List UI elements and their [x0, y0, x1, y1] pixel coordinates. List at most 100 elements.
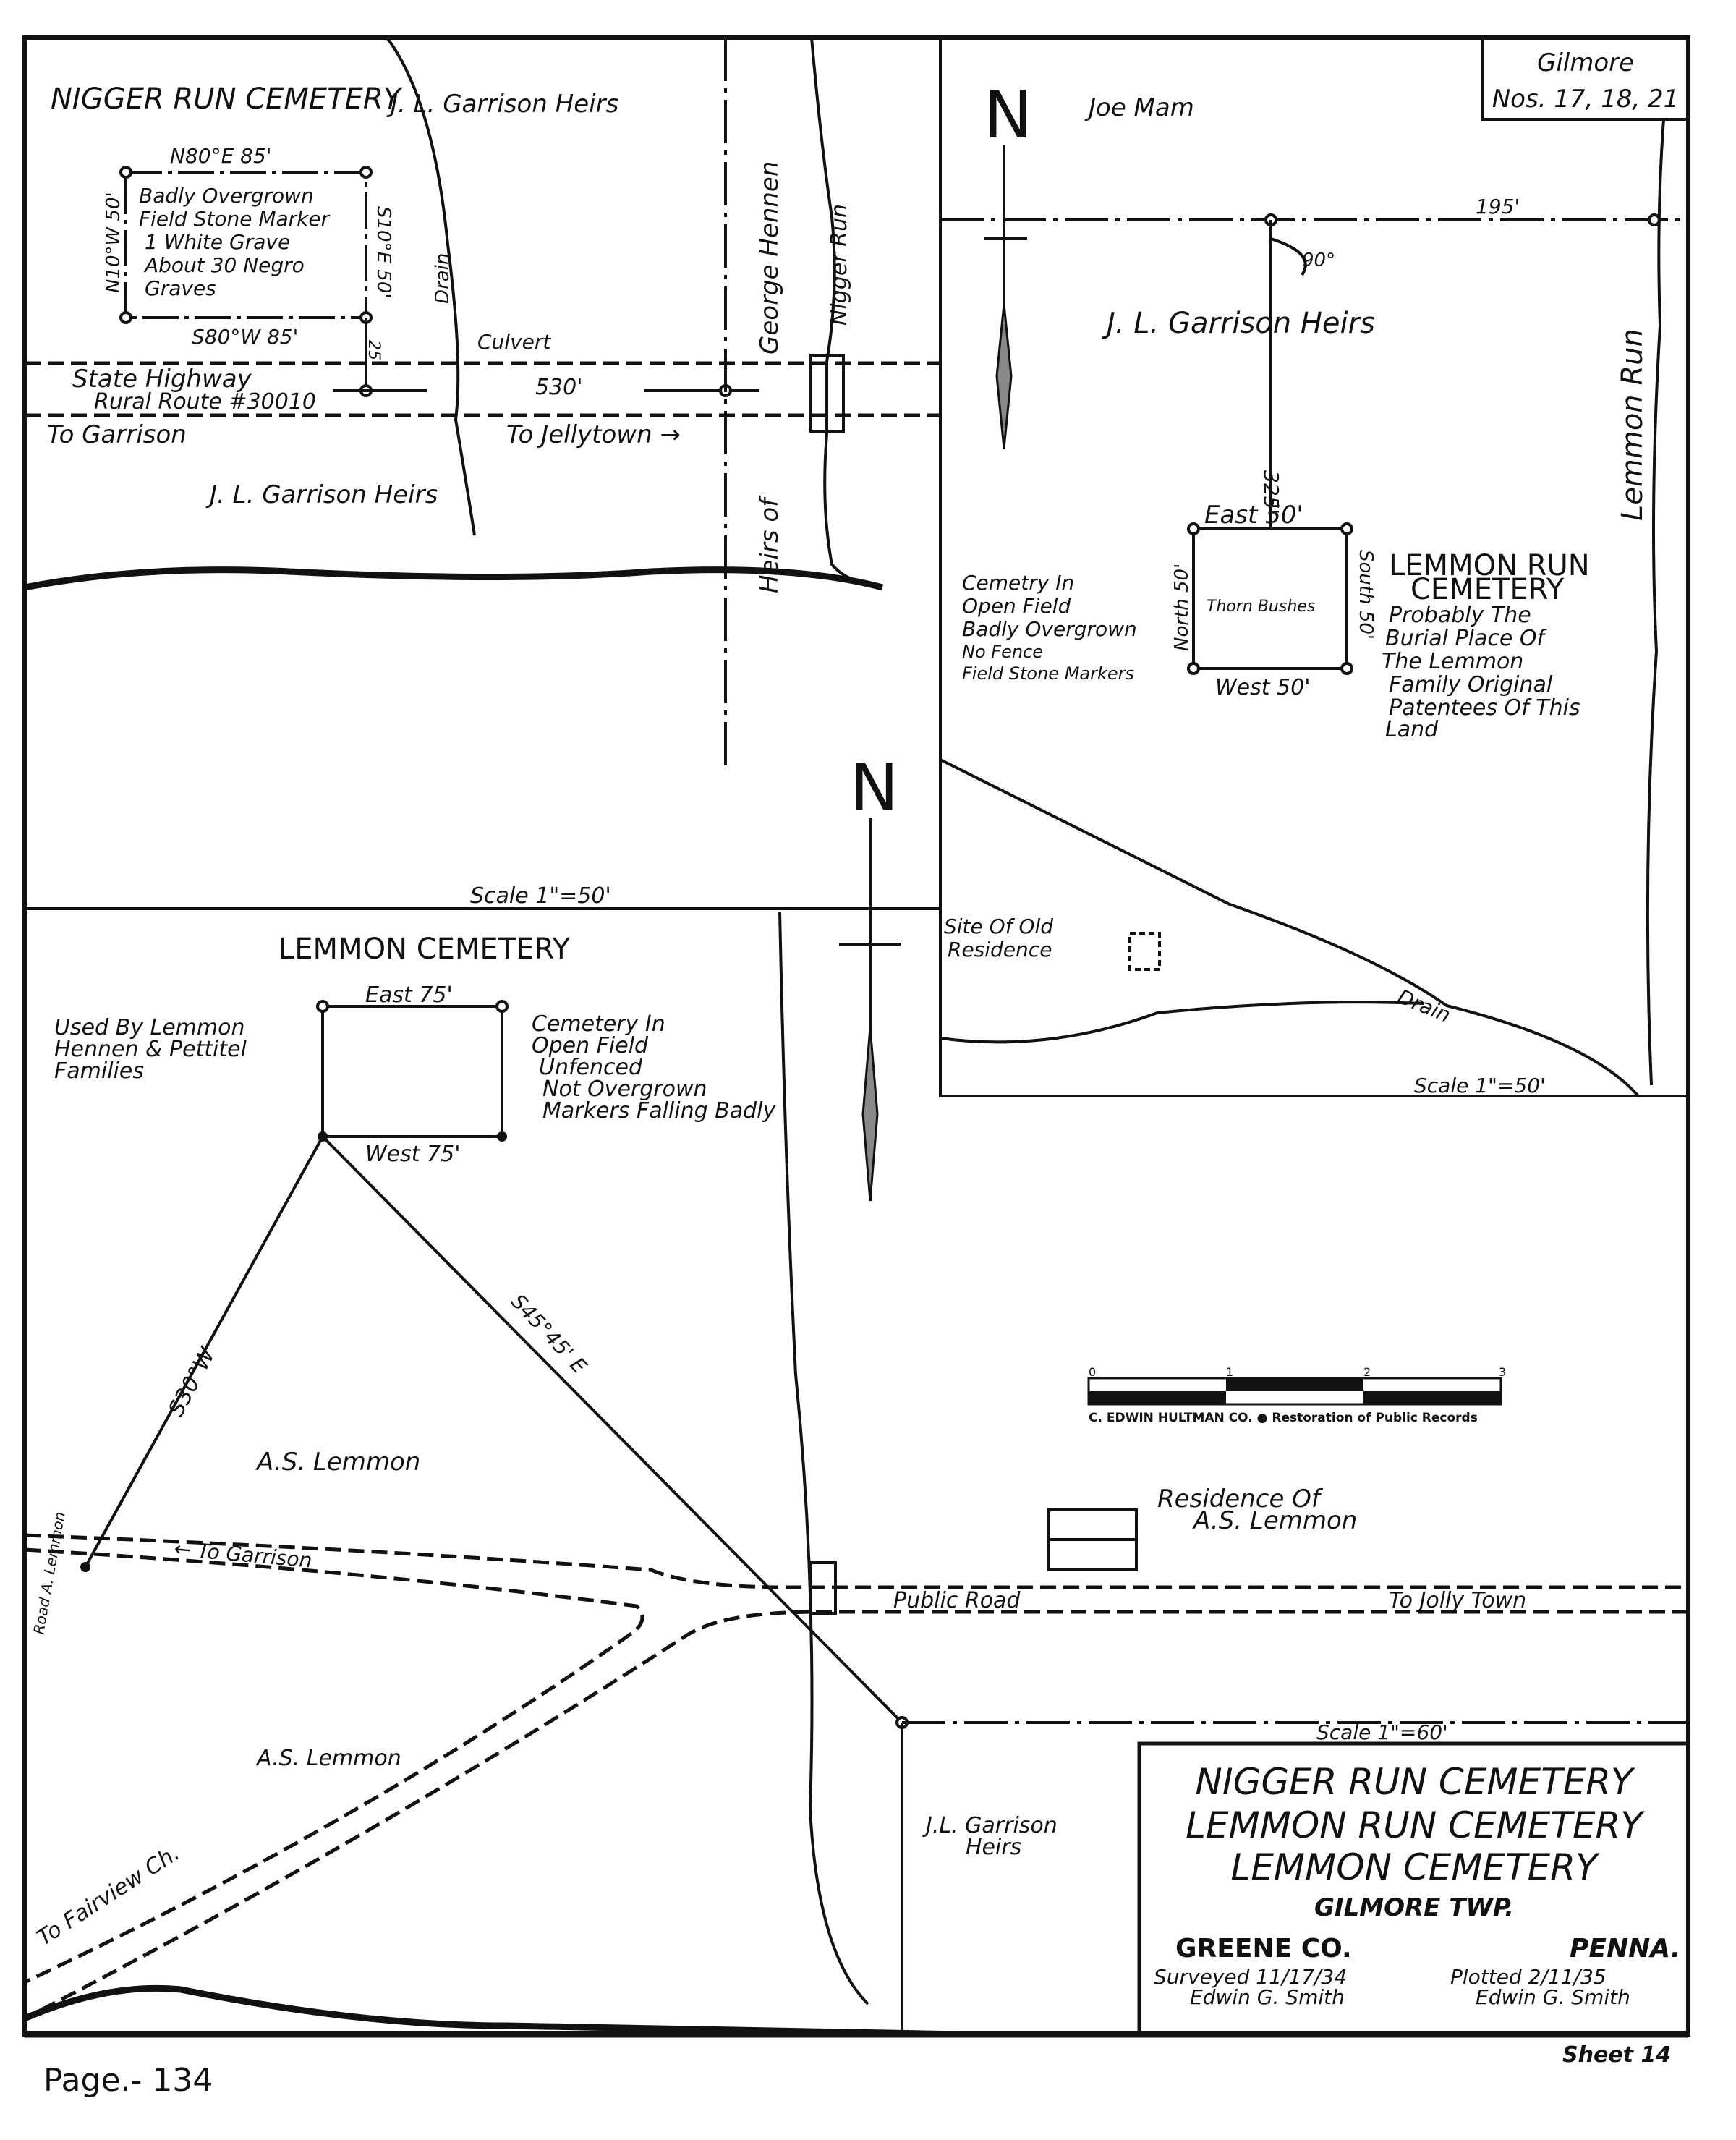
svg-text:LEMMON RUN: LEMMON RUN — [1389, 549, 1590, 582]
owner-top: J. L. Garrison Heirs — [386, 90, 618, 119]
svg-text:West 75': West 75' — [365, 1142, 460, 1167]
public-road-north — [24, 1533, 1688, 1589]
svg-text:No Fence: No Fence — [962, 642, 1043, 662]
svg-text:Thorn Bushes: Thorn Bushes — [1207, 598, 1315, 616]
svg-text:Cemetery In: Cemetery In — [532, 1011, 665, 1037]
svg-text:1: 1 — [1226, 1365, 1233, 1379]
svg-text:GILMORE TWP.: GILMORE TWP. — [1314, 1893, 1514, 1922]
svg-text:Heirs of: Heirs of — [755, 495, 784, 593]
svg-text:Residence: Residence — [948, 938, 1052, 961]
svg-text:J. L. Garrison Heirs: J. L. Garrison Heirs — [205, 480, 438, 509]
svg-text:3: 3 — [1499, 1365, 1506, 1379]
svg-text:Hennen & Pettitel: Hennen & Pettitel — [54, 1037, 247, 1062]
nigger-run-stream — [810, 37, 883, 589]
svg-text:0: 0 — [1089, 1365, 1096, 1379]
svg-text:LEMMON CEMETERY: LEMMON CEMETERY — [278, 933, 571, 966]
svg-text:LEMMON RUN CEMETERY: LEMMON RUN CEMETERY — [1186, 1804, 1645, 1846]
svg-text:Land: Land — [1385, 717, 1439, 742]
svg-text:Used By Lemmon: Used By Lemmon — [54, 1015, 244, 1040]
svg-text:To Garrison: To Garrison — [47, 420, 187, 449]
svg-text:Nigger Run: Nigger Run — [827, 204, 852, 326]
cemetery-boundary — [1192, 527, 1348, 670]
svg-text:Rural Route #30010: Rural Route #30010 — [94, 389, 316, 415]
svg-text:East 50': East 50' — [1204, 501, 1303, 530]
svg-text:Plotted 2/11/35: Plotted 2/11/35 — [1450, 1965, 1607, 1989]
svg-text:← To Garrison: ← To Garrison — [173, 1537, 312, 1573]
svg-text:GREENE CO.: GREENE CO. — [1175, 1934, 1352, 1963]
public-road-south — [23, 1610, 1688, 2021]
svg-text:Badly Overgrown: Badly Overgrown — [139, 184, 314, 208]
svg-text:25': 25' — [365, 340, 383, 365]
svg-text:Family Original: Family Original — [1389, 672, 1553, 697]
svg-text:Field Stone Marker: Field Stone Marker — [139, 207, 331, 231]
panel-lemmon-cemetery: LEMMON CEMETERY East 75' West 75' Used B… — [23, 911, 1688, 2038]
svg-text:Joe Mam: Joe Mam — [1084, 93, 1194, 122]
svg-text:Burial Place Of: Burial Place Of — [1385, 626, 1547, 651]
svg-text:Probably The: Probably The — [1389, 603, 1531, 628]
svg-text:Families: Families — [54, 1058, 144, 1084]
svg-text:West 50': West 50' — [1215, 675, 1310, 700]
svg-text:S30°W: S30°W — [163, 1343, 221, 1421]
svg-text:About 30 Negro: About 30 Negro — [143, 253, 305, 277]
svg-text:Scale 1"=50': Scale 1"=50' — [470, 883, 611, 909]
cemetery-boundary — [321, 1005, 503, 1138]
svg-text:Cemetry In: Cemetry In — [962, 571, 1074, 595]
svg-text:PENNA.: PENNA. — [1570, 1934, 1680, 1963]
svg-text:East 75': East 75' — [365, 982, 453, 1008]
svg-text:Open Field: Open Field — [532, 1033, 649, 1058]
stream — [778, 911, 869, 2005]
svg-text:195': 195' — [1476, 195, 1520, 218]
title-block: NIGGER RUN CEMETERY LEMMON RUN CEMETERY … — [1137, 1741, 1690, 2035]
svg-text:Public Road: Public Road — [893, 1588, 1021, 1613]
svg-text:Edwin G. Smith: Edwin G. Smith — [1190, 1985, 1345, 2009]
drain-line — [386, 36, 476, 536]
svg-text:To Jellytown →: To Jellytown → — [506, 420, 681, 449]
svg-text:J. L. Garrison Heirs: J. L. Garrison Heirs — [1102, 307, 1375, 340]
svg-text:A.S. Lemmon: A.S. Lemmon — [255, 1746, 401, 1771]
svg-text:Open Field: Open Field — [962, 594, 1071, 618]
svg-text:325': 325' — [1259, 470, 1283, 514]
svg-text:CEMETERY: CEMETERY — [1410, 573, 1565, 606]
svg-text:Not Overgrown: Not Overgrown — [542, 1077, 707, 1102]
page-label: Page.- 134 — [43, 2062, 213, 2099]
svg-text:State Highway: State Highway — [72, 365, 252, 394]
svg-text:Badly Overgrown: Badly Overgrown — [962, 617, 1137, 641]
svg-text:To Fairview Ch.: To Fairview Ch. — [33, 1840, 184, 1951]
svg-text:George Hennen: George Hennen — [755, 161, 784, 354]
inset-lemmon-run — [939, 36, 1690, 1097]
nigger-run-title: NIGGER RUN CEMETERY — [51, 82, 404, 116]
boundary-curve — [24, 566, 884, 591]
road-loop — [23, 1547, 644, 1984]
svg-text:S10°E 50': S10°E 50' — [373, 206, 394, 299]
svg-text:N10°W 50': N10°W 50' — [103, 192, 124, 293]
bridge-icon — [809, 354, 845, 433]
bearing-line-sw — [84, 1136, 324, 1568]
lemmon-run-stream — [1646, 119, 1665, 1086]
svg-text:To Jolly Town: To Jolly Town — [1389, 1588, 1526, 1613]
svg-text:NIGGER RUN CEMETERY: NIGGER RUN CEMETERY — [1195, 1761, 1635, 1803]
gilmore-numbers: Nos. 17, 18, 21 — [1492, 85, 1680, 114]
panel-lemmon-run: Joe Mam 195' 90° J. L. Garrison Heirs 32… — [940, 93, 1688, 1097]
svg-text:Markers Falling Badly: Markers Falling Badly — [542, 1098, 777, 1124]
svg-text:530': 530' — [535, 375, 583, 400]
svg-text:C. EDWIN HULTMAN CO. ● Resto: C. EDWIN HULTMAN CO. ● Restoration of Pu… — [1089, 1411, 1478, 1425]
svg-text:A.S. Lemmon: A.S. Lemmon — [255, 1448, 420, 1477]
svg-text:90°: 90° — [1302, 250, 1335, 271]
svg-text:N80°E 85': N80°E 85' — [170, 144, 272, 168]
svg-text:1 White Grave: 1 White Grave — [145, 230, 290, 254]
svg-text:A.S. Lemmon: A.S. Lemmon — [1192, 1506, 1357, 1535]
svg-text:N: N — [984, 77, 1032, 153]
svg-text:The Lemmon: The Lemmon — [1382, 649, 1523, 674]
sheet-label: Sheet 14 — [1562, 2042, 1671, 2068]
north-arrow-icon: N — [839, 750, 901, 1202]
svg-text:South 50': South 50' — [1355, 550, 1377, 640]
bridge-icon — [809, 1561, 837, 1615]
gilmore-label: Gilmore — [1537, 48, 1634, 77]
svg-text:Scale 1"=60': Scale 1"=60' — [1316, 1720, 1448, 1744]
gilmore-box — [1481, 36, 1690, 121]
svg-text:Site Of Old: Site Of Old — [944, 914, 1053, 938]
boundary-curve — [23, 1984, 963, 2038]
old-residence-site — [1128, 932, 1161, 971]
bearing-line-se — [321, 1135, 903, 1724]
